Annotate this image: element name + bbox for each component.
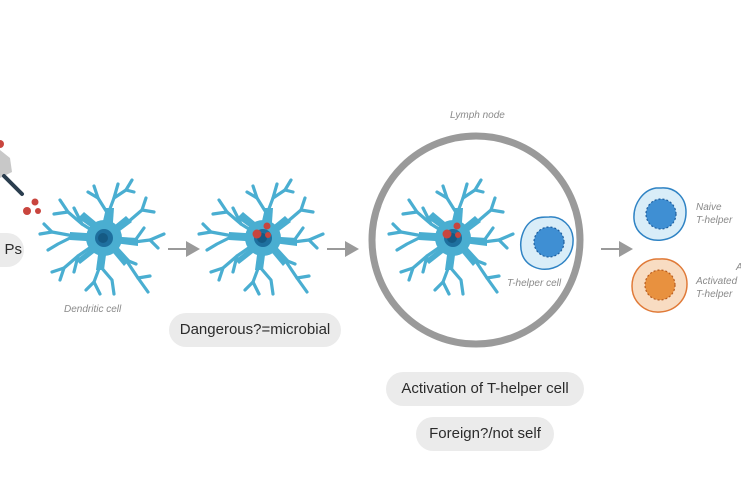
naive-caption-line2: T-helper [696,215,733,226]
edge-fragment-label: A [736,262,741,273]
pamp-dot [23,207,31,215]
antigen-dot [252,229,262,239]
activated-caption-line2: T-helper [696,289,733,300]
antigen-dot [442,229,452,239]
antigen-dot [453,222,461,230]
pamp-dot [35,208,41,214]
dendritic-cell-with-antigen [197,178,325,296]
antigen-dot [263,222,271,230]
antigen-dot [455,232,461,238]
t-helper-cell-caption: T-helper cell [507,278,562,289]
naive-t-helper-cell [633,187,687,241]
lymph-node-ring [368,132,584,348]
activated-t-helper-cell [631,258,688,313]
pamp-dot [31,198,39,206]
activation-pill: Activation of T-helper cell [386,372,584,406]
dendritic-cell-resting [38,178,166,296]
naive-caption-line1: Naive [696,202,722,213]
dendritic-cell-caption: Dendritic cell [64,304,122,315]
antigen-dot [265,232,271,238]
t-helper-cell-in-lymph-node [520,216,574,270]
pamps-pill-bg [0,233,24,267]
dangerous-pill: Dangerous?=microbial [169,313,341,347]
dendritic-cell-in-lymph-node [387,178,515,296]
pamp-dot [0,140,4,148]
foreign-pill: Foreign?/not self [416,417,554,451]
lymph-node-caption: Lymph node [450,110,505,121]
pamps-label: Ps [4,241,22,258]
receptor-fragment [0,140,41,267]
pamps-pill-fragment: Ps [0,233,24,267]
activated-caption-line1: Activated [696,276,738,287]
